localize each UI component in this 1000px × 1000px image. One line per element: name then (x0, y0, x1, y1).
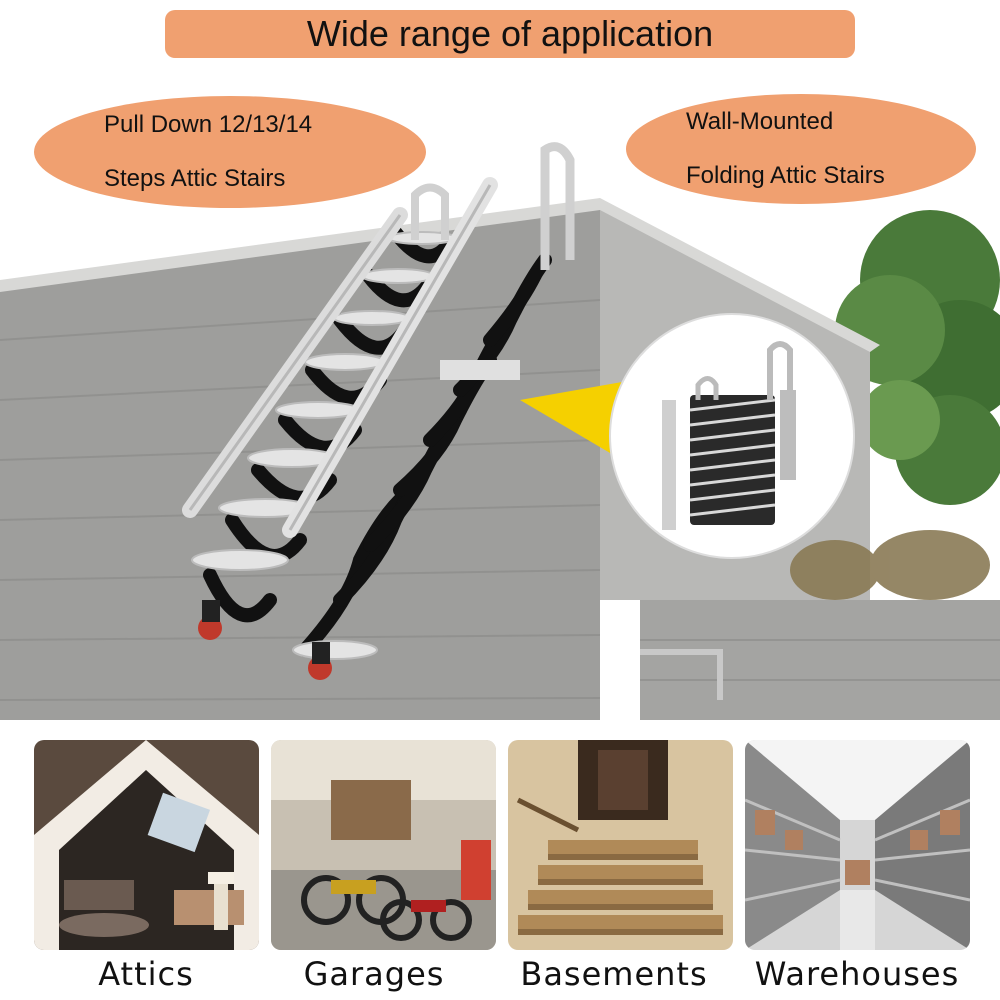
application-cards: Attics Garages (0, 740, 1000, 1000)
basements-photo (508, 740, 733, 950)
badge-line-1: Pull Down 12/13/14 (104, 111, 313, 138)
page-title: Wide range of application (306, 13, 714, 54)
attics-label: Attics (98, 955, 194, 993)
badge-line-2: Folding Attic Stairs (686, 162, 885, 189)
badge-line-2: Steps Attic Stairs (104, 165, 286, 192)
warehouses-photo (745, 740, 970, 950)
attics-photo (34, 740, 259, 950)
shrubs (790, 530, 990, 600)
garages-label: Garages (303, 955, 445, 993)
tree-foliage (835, 210, 1000, 505)
lower-wall (640, 600, 1000, 720)
warehouses-label: Warehouses (754, 955, 960, 993)
badge-wall-mounted: Wall-Mounted Folding Attic Stairs (626, 94, 976, 204)
badge-pull-down-steps: Pull Down 12/13/14 Steps Attic Stairs (34, 96, 426, 208)
title-banner: Wide range of application (165, 10, 855, 58)
folded-ladder-inset (609, 313, 855, 559)
basements-label: Basements (520, 955, 708, 993)
badge-line-1: Wall-Mounted (686, 108, 834, 135)
folding-ladder (182, 142, 575, 680)
garages-photo (271, 740, 496, 950)
